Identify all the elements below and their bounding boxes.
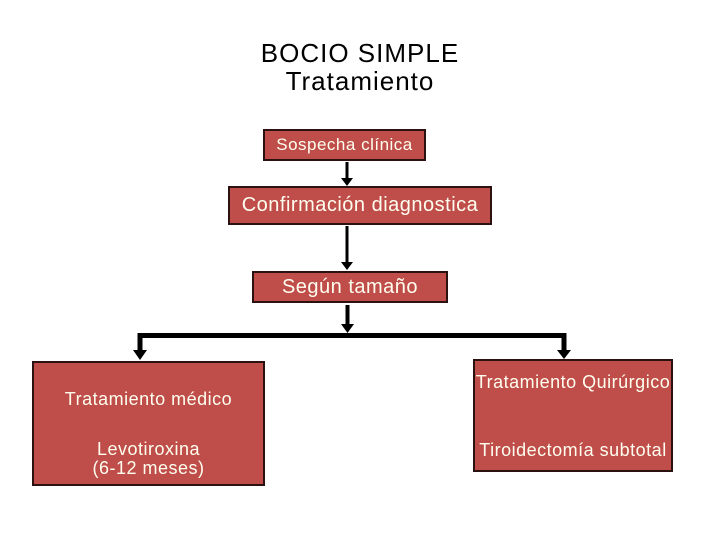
node-tratamiento-quirurgico: Tratamiento Quirúrgico Tiroidectomía sub…: [473, 359, 673, 472]
node-segun-tamano: Según tamaño: [252, 271, 448, 303]
node-tratamiento-medico-title: Tratamiento médico: [64, 389, 233, 409]
arrow-branch-to-quirurgico-head: [557, 350, 571, 359]
slide-title-line1: BOCIO SIMPLE: [260, 38, 460, 68]
node-confirmacion-diagnostica: Confirmación diagnostica: [228, 186, 492, 225]
node-sospecha-clinica-label: Sospecha clínica: [276, 135, 413, 154]
node-tratamiento-medico-drug: Levotiroxina: [96, 439, 201, 459]
node-tratamiento-medico: Tratamiento médico Levotiroxina (6-12 me…: [32, 361, 265, 486]
node-tratamiento-quirurgico-procedure: Tiroidectomía subtotal: [479, 440, 667, 460]
slide-title: BOCIO SIMPLE Tratamiento: [0, 39, 720, 95]
node-confirmacion-diagnostica-label: Confirmación diagnostica: [241, 194, 479, 216]
arrow-branch-to-medico-head: [133, 350, 147, 360]
branch-connector-bar: [137, 333, 567, 351]
arrow-confirmacion-to-segun-head: [341, 262, 353, 270]
slide-title-line2: Tratamiento: [285, 66, 435, 96]
node-sospecha-clinica: Sospecha clínica: [263, 129, 426, 161]
arrow-segun-to-branch-head: [341, 324, 354, 333]
node-tratamiento-medico-duration: (6-12 meses): [92, 458, 205, 478]
node-segun-tamano-label: Según tamaño: [281, 275, 419, 298]
node-tratamiento-quirurgico-title: Tratamiento Quirúrgico: [475, 372, 671, 392]
arrow-sospecha-to-confirmacion-head: [341, 178, 353, 186]
